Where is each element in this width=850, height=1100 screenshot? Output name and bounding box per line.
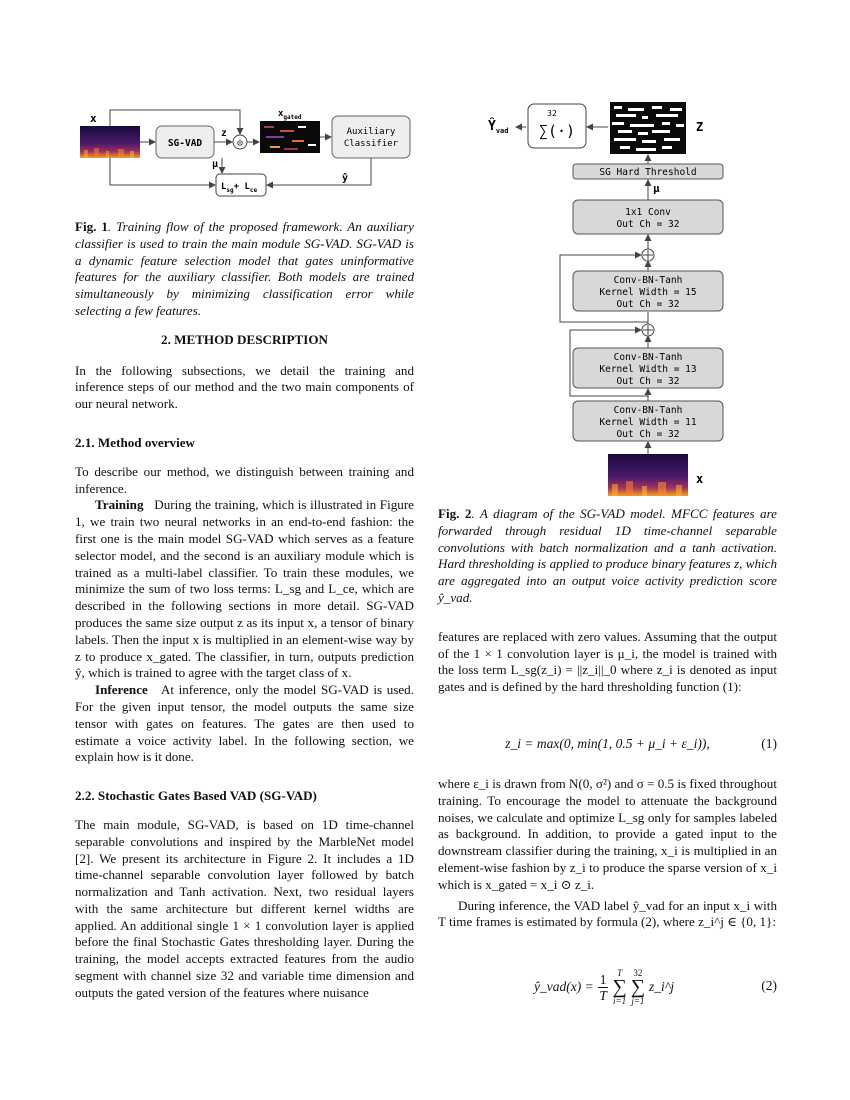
fig1-caption: Fig. 1. Training flow of the proposed fr… [75, 219, 414, 318]
section-2-1-p1: To describe our method, we distinguish b… [75, 463, 414, 496]
fig2-block11-line3: Out Ch = 32 [617, 429, 680, 440]
fig2-yvad-label: Ŷvad [488, 118, 508, 135]
fig1-yhat-label: ŷ [342, 172, 348, 184]
right-p3: During inference, the VAD label ŷ_vad fo… [438, 897, 777, 930]
fig2-block11-line2: Kernel Width = 11 [599, 417, 697, 428]
fig1-odot: ⊙ [237, 138, 243, 149]
fig2-input-spectrogram [608, 454, 688, 496]
section-2-intro: In the following subsections, we detail … [75, 362, 414, 412]
fig1-sgvad-label: SG-VAD [168, 138, 203, 149]
section-2-1-inference: Inference At inference, only the model S… [75, 682, 414, 765]
eq2-sum1-sigma: ∑ [612, 976, 627, 999]
fig1-loss-label: Lsg+ Lce [221, 182, 258, 194]
fig2-conv1x1-line1: 1x1 Conv [625, 207, 671, 218]
eq2-term: z_i^j [648, 978, 675, 994]
fig2-binary-texture [612, 106, 684, 151]
section-2-2-p1: The main module, SG-VAD, is based on 1D … [75, 816, 414, 1000]
section-2-2-heading: 2.2. Stochastic Gates Based VAD (SG-VAD) [75, 788, 317, 804]
fig1-aux-line1: Auxiliary [347, 127, 396, 137]
section-2-1-heading: 2.1. Method overview [75, 434, 195, 450]
fig2-conv1x1-line2: Out Ch = 32 [617, 219, 680, 230]
fig2-block13-line2: Kernel Width = 13 [599, 364, 696, 375]
fig2-x-label: x [696, 472, 703, 486]
fig2-caption: Fig. 2. A diagram of the SG-VAD model. M… [438, 506, 777, 605]
eq2-lhs: ŷ_vad(x) = [534, 978, 594, 994]
right-column: Fig. 2. A diagram of the SG-VAD model. M… [438, 100, 777, 1007]
fig2-block15-line3: Out Ch = 32 [617, 299, 680, 310]
fig2-spectrogram-texture [612, 481, 682, 496]
right-p2: where ε_i is drawn from N(0, σ²) and σ =… [438, 775, 777, 892]
eq2-sum1-bot: i=1 [613, 996, 627, 1007]
fig2-mu-label: μ [653, 182, 660, 195]
eq2-number: (2) [761, 978, 777, 994]
equation-1: z_i = max(0, min(1, 0.5 + μ_i + ε_i)), (… [505, 735, 777, 751]
fig2-block15-line1: Conv-BN-Tanh [614, 275, 683, 286]
fig1-gated-texture [264, 126, 316, 150]
eq2-frac-den: T [599, 987, 607, 1003]
eq2-sum1-top: T [617, 968, 623, 979]
right-p1: features are replaced with zero values. … [438, 628, 777, 695]
fig2-threshold-label: SG Hard Threshold [599, 167, 696, 178]
figure-1-diagram: x SG-VAD ⊙ z xgated Auxiliary Classifier… [80, 109, 411, 197]
eq2-sum2-top: 32 [633, 968, 643, 979]
fig2-sum-top: 32 [547, 109, 557, 118]
fig2-sum-expr: ∑(·) [539, 122, 575, 140]
fig2-block13-line1: Conv-BN-Tanh [614, 352, 683, 363]
fig2-block15-line2: Kernel Width = 15 [599, 287, 696, 298]
left-column: Fig. 1. Training flow of the proposed fr… [75, 100, 414, 1002]
section-2-heading: 2. METHOD DESCRIPTION [161, 331, 328, 347]
fig1-mu-label: μ [212, 159, 218, 170]
fig2-block11-line1: Conv-BN-Tanh [614, 405, 683, 416]
fig1-spectrogram-texture [84, 148, 134, 158]
eq2-frac-num: 1 [597, 971, 609, 988]
eq2-sum2-bot: j=1 [631, 996, 645, 1007]
fig2-block13-line3: Out Ch = 32 [617, 376, 680, 387]
section-2-1-training: Training During the training, which is i… [75, 497, 414, 681]
equation-2: ŷ_vad(x) = 1 T T ∑ i=1 32 ∑ j=1 z_i^j (2… [438, 967, 777, 1007]
figure-2-diagram: Ŷvad 32 ∑(·) Z SG Hard Threshold μ 1x1 C… [488, 102, 724, 496]
fig1-aux-line2: Classifier [344, 139, 399, 149]
fig1-x-label: x [90, 112, 97, 125]
fig2-block15-box [572, 270, 724, 312]
fig1-xgated-label: xgated [278, 109, 302, 121]
fig2-z-label: Z [696, 120, 703, 134]
fig1-z-label: z [221, 128, 227, 139]
eq2-sum2-sigma: ∑ [630, 976, 645, 999]
